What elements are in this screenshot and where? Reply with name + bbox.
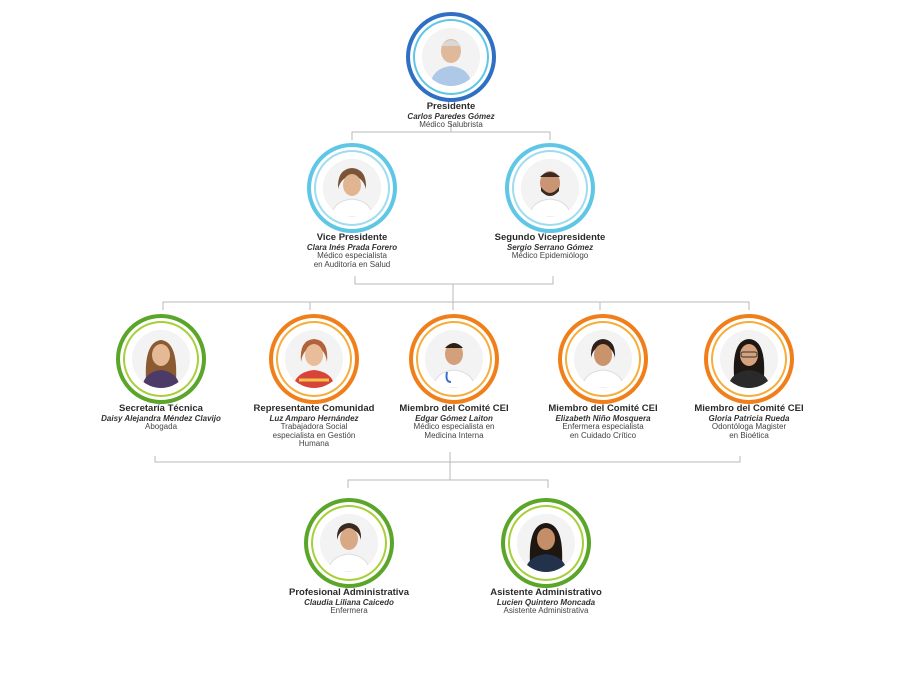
person-description: en Bioética bbox=[729, 430, 769, 440]
avatar bbox=[425, 330, 483, 388]
ring bbox=[501, 498, 591, 588]
person-name: Elizabeth Niño Mosquera bbox=[555, 414, 651, 423]
person-description: Enfermera especialista bbox=[562, 422, 644, 431]
role-title: Segundo Vicepresidente bbox=[494, 232, 606, 243]
person-description: Medicina Interna bbox=[424, 430, 484, 440]
avatar bbox=[323, 159, 381, 217]
ring bbox=[269, 314, 359, 404]
avatar bbox=[517, 514, 575, 572]
ring bbox=[307, 143, 397, 233]
person-description: Abogada bbox=[144, 422, 178, 431]
avatar bbox=[574, 330, 632, 388]
ring bbox=[704, 314, 794, 404]
person-description: en Auditoría en Salud bbox=[313, 259, 391, 269]
person-description: Asistente Administrativa bbox=[503, 606, 589, 615]
ring bbox=[558, 314, 648, 404]
person-name: Luz Amparo Hernández bbox=[269, 414, 359, 423]
role-title: Asistente Administrativo bbox=[490, 587, 602, 598]
person-description: Médico Salubrista bbox=[419, 120, 483, 129]
role-title: Representante Comunidad bbox=[253, 403, 375, 414]
ring bbox=[505, 143, 595, 233]
role-title: Presidente bbox=[426, 101, 476, 112]
person-description: Odontóloga Magister bbox=[711, 422, 787, 431]
role-title: Vice Presidente bbox=[316, 232, 388, 243]
connector-admin bbox=[347, 474, 549, 488]
person-name: Clara Inés Prada Forero bbox=[306, 243, 398, 252]
avatar bbox=[320, 514, 378, 572]
person-name: Daisy Alejandra Méndez Clavijo bbox=[101, 414, 221, 423]
connector-members-bottom bbox=[154, 452, 741, 474]
avatar bbox=[132, 330, 190, 388]
person-description: Humana bbox=[298, 439, 330, 448]
ring bbox=[409, 314, 499, 404]
person-description: especialista en Gestión bbox=[272, 430, 356, 440]
person-description: Enfermera bbox=[330, 606, 368, 615]
person-name: Edgar Gómez Laiton bbox=[415, 414, 493, 423]
role-title: Miembro del Comité CEI bbox=[548, 403, 658, 414]
person-name: Claudia Liliana Caicedo bbox=[304, 598, 394, 607]
ring bbox=[116, 314, 206, 404]
role-title: Miembro del Comité CEI bbox=[694, 403, 804, 414]
person-name: Carlos Paredes Gómez bbox=[407, 112, 495, 121]
person-description: Médico Epidemiólogo bbox=[511, 251, 589, 260]
ring bbox=[304, 498, 394, 588]
person-description: Médico especialista bbox=[317, 251, 387, 260]
connector-president bbox=[351, 122, 551, 140]
role-title: Secretaría Técnica bbox=[119, 403, 203, 414]
avatar bbox=[422, 28, 480, 86]
ring bbox=[406, 12, 496, 102]
avatar bbox=[521, 159, 579, 217]
role-title: Miembro del Comité CEI bbox=[399, 403, 509, 414]
person-description: Médico especialista en bbox=[413, 422, 495, 431]
connector-vice-presidents bbox=[354, 276, 554, 294]
avatar bbox=[285, 330, 343, 388]
person-name: Lucien Quintero Moncada bbox=[496, 598, 596, 607]
person-name: Gloria Patricia Rueda bbox=[708, 414, 790, 423]
person-description: Trabajadora Social bbox=[280, 422, 348, 431]
role-title: Profesional Administrativa bbox=[288, 587, 409, 598]
connector-members bbox=[162, 294, 750, 310]
avatar bbox=[720, 330, 778, 388]
person-name: Sergio Serrano Gómez bbox=[506, 243, 594, 252]
person-description: en Cuidado Crítico bbox=[569, 430, 637, 440]
